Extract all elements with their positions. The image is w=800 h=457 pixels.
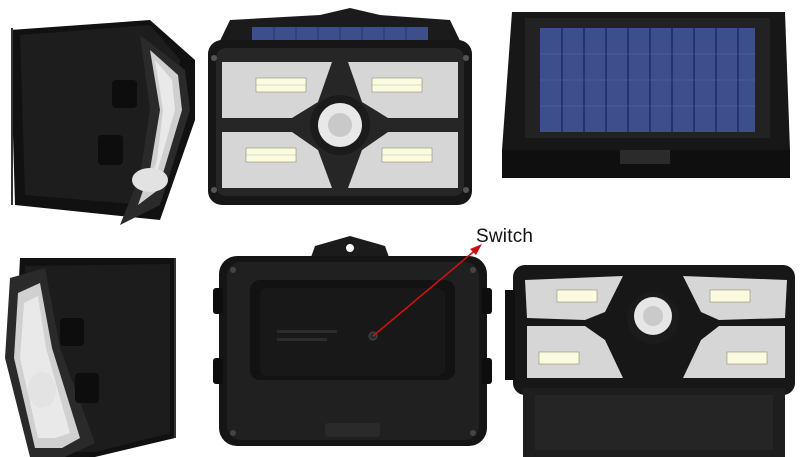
back-view-photo xyxy=(205,228,500,457)
side-view-bottom-photo xyxy=(0,238,200,457)
lamp-back-icon xyxy=(213,236,492,446)
front-view-photo xyxy=(200,0,480,215)
lamp-front-icon xyxy=(208,8,472,205)
angled-front-view-photo xyxy=(505,260,800,457)
switch-callout-label: Switch xyxy=(476,226,534,247)
solar-panel-icon xyxy=(502,12,790,178)
side-view-top-photo xyxy=(0,0,200,240)
solar-panel-view-photo xyxy=(490,0,800,200)
lamp-angle-icon xyxy=(505,265,795,457)
lamp-side-icon xyxy=(0,0,195,240)
lamp-side-icon xyxy=(5,258,176,457)
